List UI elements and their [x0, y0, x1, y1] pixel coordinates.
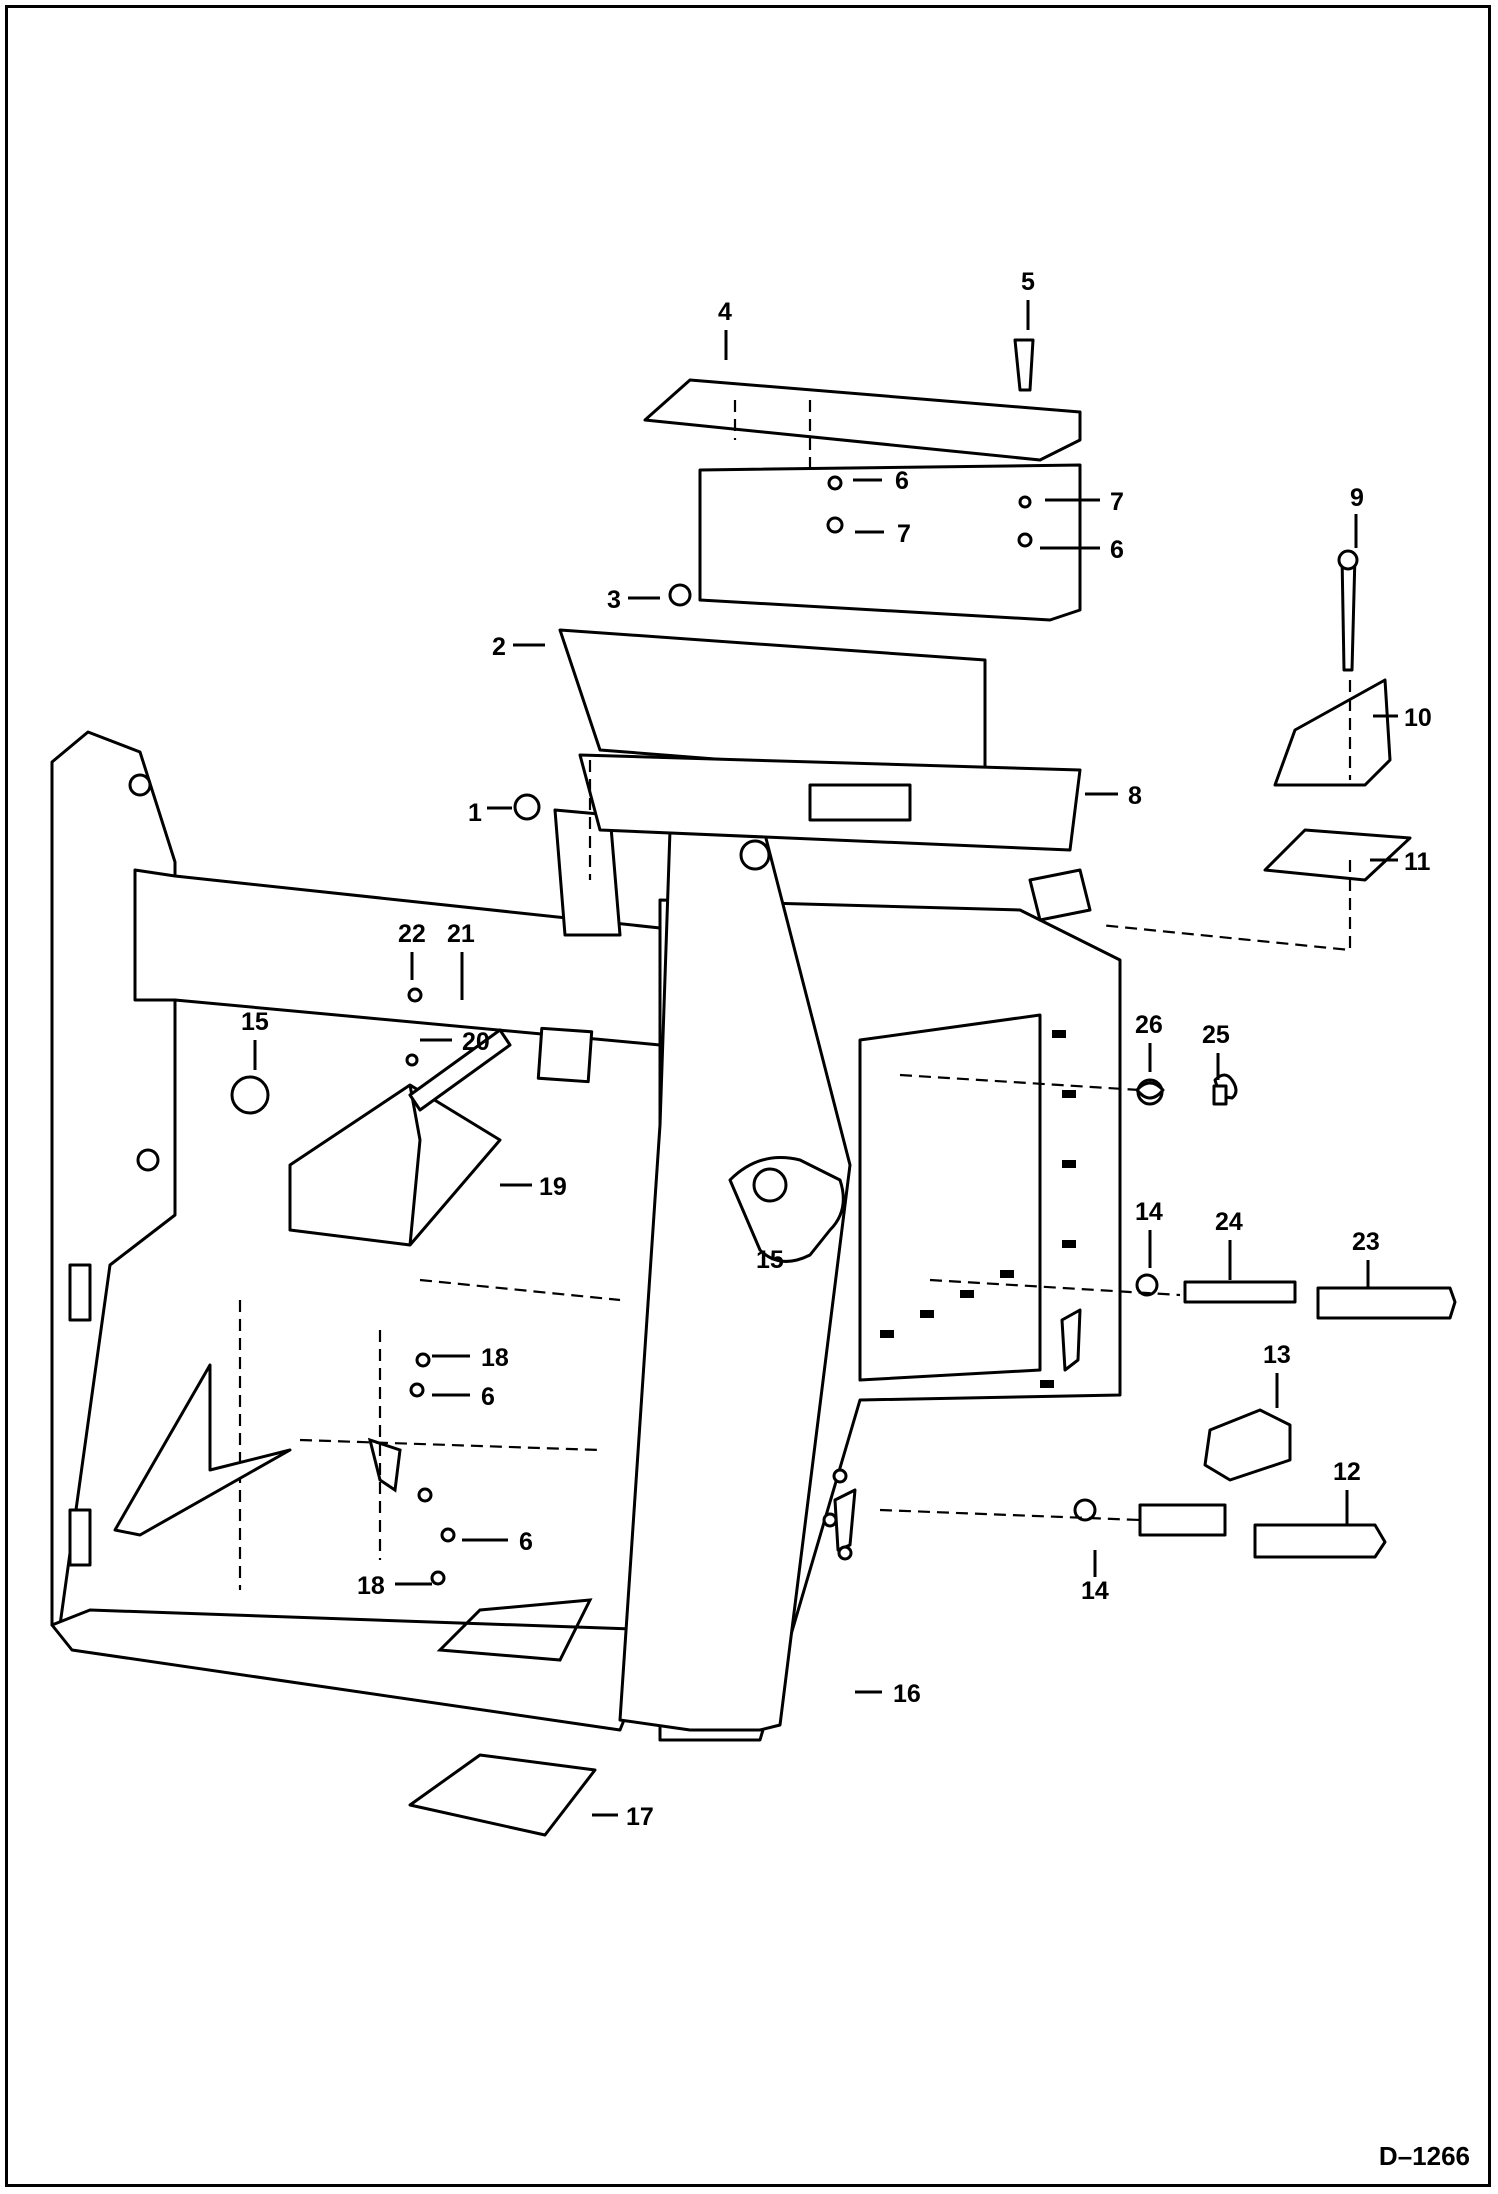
callout-5: 5: [1021, 268, 1035, 296]
diagram-frame: [5, 5, 1491, 2187]
callout-14a: 14: [1135, 1198, 1163, 1226]
main-frame: [50, 730, 1122, 1742]
callout-18a: 18: [481, 1344, 509, 1372]
callout-12: 12: [1333, 1458, 1361, 1486]
plate-17: [408, 1753, 597, 1837]
callout-3: 3: [607, 586, 621, 614]
callout-16: 16: [893, 1680, 921, 1708]
callout-17: 17: [626, 1803, 654, 1831]
callout-10: 10: [1404, 704, 1432, 732]
callout-26: 26: [1135, 1011, 1163, 1039]
bar-21: [408, 1028, 512, 1112]
callout-7b: 7: [1110, 488, 1124, 516]
callout-24: 24: [1215, 1208, 1243, 1236]
callout-9: 9: [1350, 484, 1364, 512]
callout-6b: 6: [1110, 536, 1124, 564]
callout-20: 20: [462, 1028, 490, 1056]
callout-4: 4: [718, 298, 732, 326]
top-cover-assembly: [558, 378, 1082, 880]
callout-15a: 15: [241, 1008, 269, 1036]
callout-13: 13: [1263, 1341, 1291, 1369]
callout-25: 25: [1202, 1021, 1230, 1049]
callout-2: 2: [492, 633, 506, 661]
callout-11: 11: [1404, 848, 1431, 876]
callout-22: 22: [398, 920, 426, 948]
callout-21: 21: [447, 920, 475, 948]
hardware: [405, 338, 1359, 1586]
callout-15b: 15: [756, 1246, 784, 1274]
callout-1: 1: [468, 799, 482, 827]
callout-6a: 6: [895, 467, 909, 495]
callout-labels: 1 2 3 4 5 6 7 7 6 8 9 10 11 22 21 15: [230, 268, 1432, 1831]
callout-7a: 7: [897, 520, 911, 548]
bracket-19: [288, 1083, 502, 1247]
drawing-number: D–1266: [1378, 2141, 1470, 2171]
callout-6c: 6: [481, 1383, 495, 1411]
right-cover: [1028, 678, 1412, 922]
callout-14b: 14: [1081, 1577, 1109, 1605]
callout-8: 8: [1128, 782, 1142, 810]
callout-23: 23: [1352, 1228, 1380, 1256]
callout-6d: 6: [519, 1528, 533, 1556]
callout-19: 19: [539, 1173, 567, 1201]
pins: [879, 1073, 1457, 1559]
callout-18b: 18: [357, 1572, 385, 1600]
